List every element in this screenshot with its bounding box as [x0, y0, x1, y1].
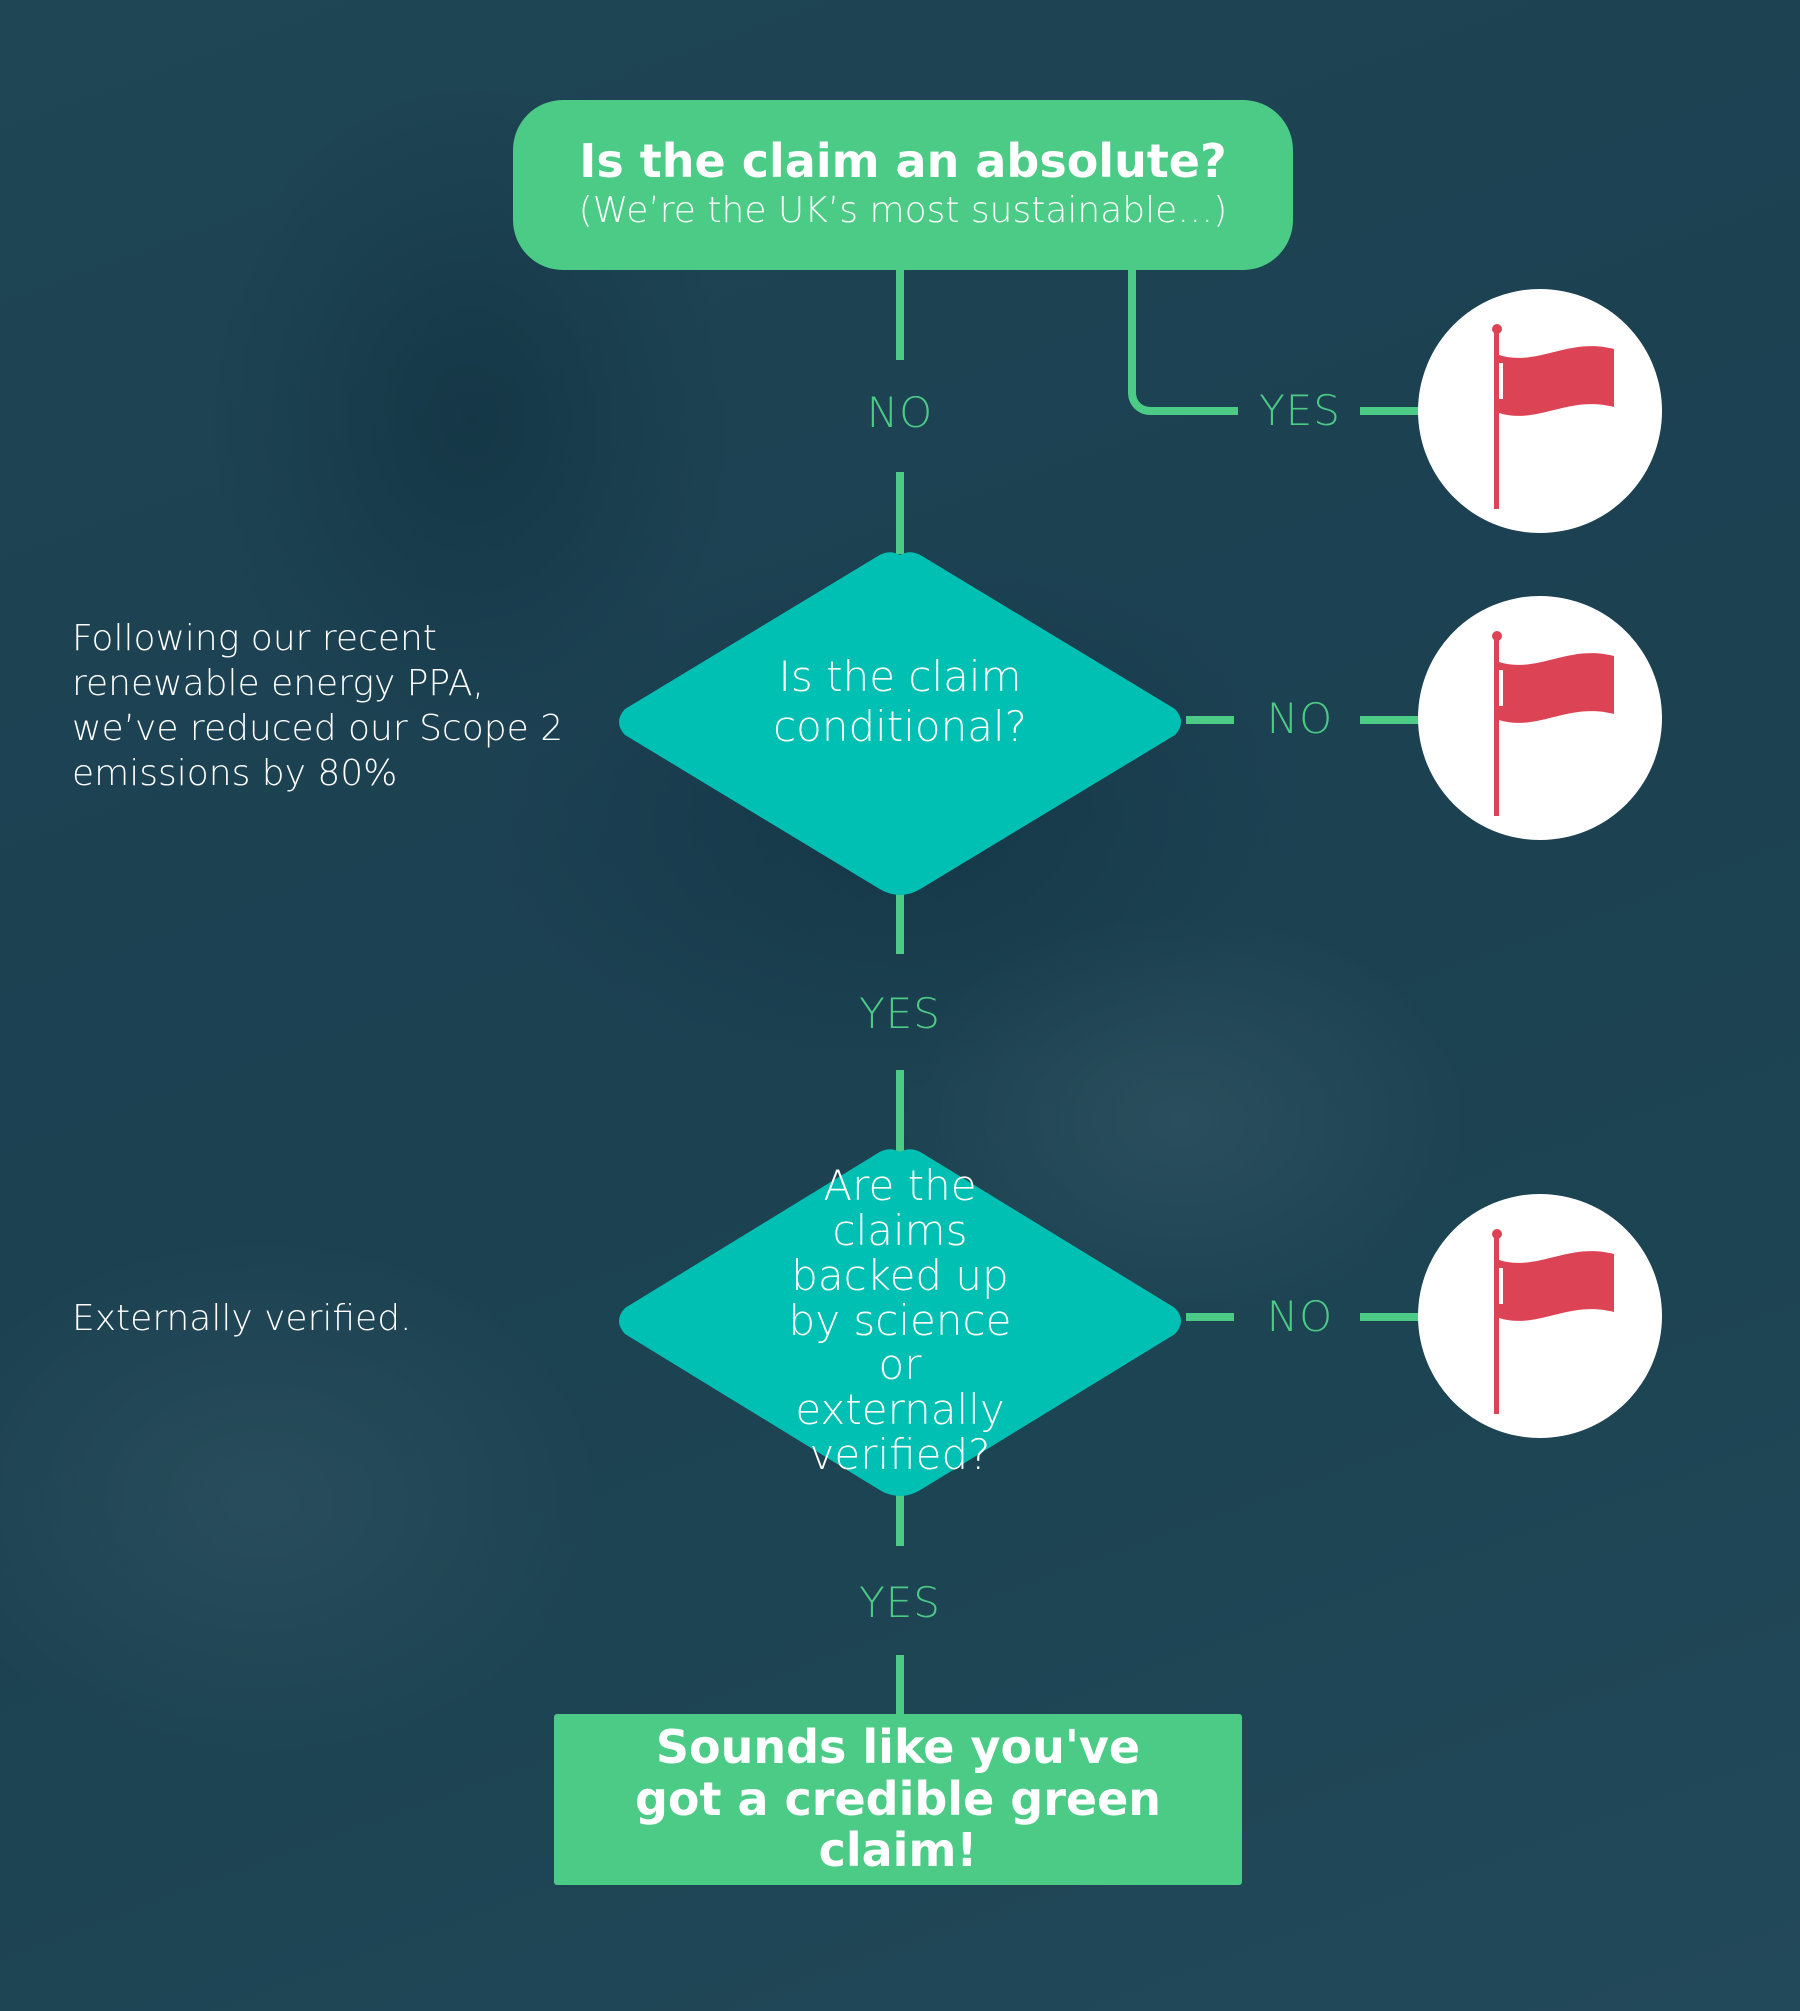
red-flag-circle-absolute	[1418, 289, 1662, 533]
start-question-box: Is the claim an absolute? (We’re the UK’…	[513, 100, 1293, 270]
example-verified-claim: Externally verified.	[72, 1298, 412, 1339]
connector-decision2-no	[1186, 1313, 1234, 1321]
connector-yes-to-flag1	[1360, 407, 1420, 415]
edge-label-decision1-yes: YES	[859, 989, 941, 1038]
connector-decision1-to-yes-label	[896, 890, 904, 954]
connector-no-label-to-decision1	[896, 472, 904, 554]
decision-verified-question: Are the claims backed up by science or e…	[788, 1160, 1012, 1480]
connector-decision1-no	[1186, 716, 1234, 724]
start-question-subtitle: (We’re the UK’s most sustainable…)	[578, 190, 1228, 232]
connector-yes-label-to-end	[896, 1655, 904, 1717]
red-flag-icon	[1492, 324, 1614, 509]
decision-conditional-question: Is the claim conditional?	[773, 652, 1027, 751]
red-flag-icon	[1492, 631, 1614, 816]
connector-decision2-to-yes-label	[896, 1490, 904, 1546]
red-flag-circle-not-conditional	[1418, 596, 1662, 840]
connector-yes-label-to-decision2	[896, 1070, 904, 1152]
edge-label-decision2-yes: YES	[859, 1578, 941, 1627]
connector-start-yes-elbow	[1128, 270, 1238, 415]
connector-no-to-flag3	[1360, 1313, 1420, 1321]
example-conditional-claim: Following our recent renewable energy PP…	[72, 618, 564, 794]
connector-no-to-flag2	[1360, 716, 1420, 724]
diamond-shape	[619, 552, 1181, 895]
red-flag-icon	[1492, 1229, 1614, 1414]
edge-label-decision2-no: NO	[1266, 1292, 1334, 1341]
credible-claim-result-box: Sounds like you've got a credible green …	[554, 1714, 1242, 1885]
diamond-shape	[619, 1149, 1181, 1496]
edge-label-start-yes: YES	[1259, 386, 1341, 435]
red-flag-circle-not-verified	[1418, 1194, 1662, 1438]
edge-label-start-no: NO	[866, 388, 934, 437]
edge-label-decision1-no: NO	[1266, 694, 1334, 743]
connector-start-to-no-label	[896, 270, 904, 360]
credible-claim-result-text: Sounds like you've got a credible green …	[634, 1720, 1162, 1878]
decision-conditional-diamond: Is the claim conditional?	[613, 549, 1187, 895]
start-question-title: Is the claim an absolute?	[579, 134, 1227, 189]
decision-verified-diamond: Are the claims backed up by science or e…	[613, 1146, 1187, 1496]
